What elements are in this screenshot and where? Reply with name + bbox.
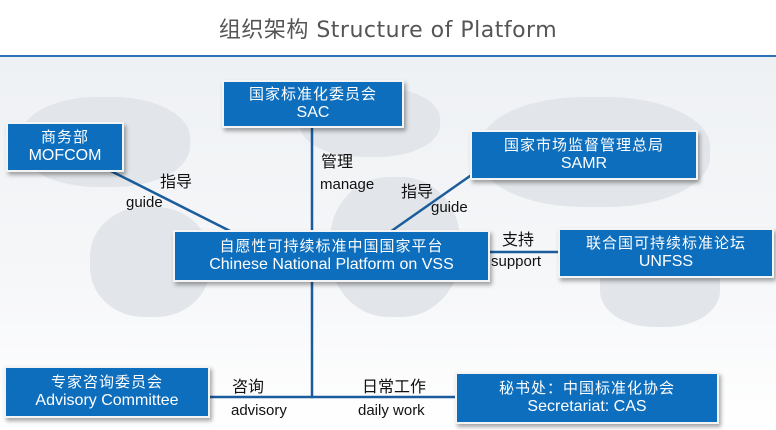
node-mofcom-zh: 商务部: [40, 127, 89, 146]
edge-samr: [388, 174, 472, 234]
edge-label-unfss-en: support: [491, 253, 542, 270]
node-advisory-zh: 专家咨询委员会: [50, 372, 163, 391]
node-center-en: Chinese National Platform on VSS: [209, 256, 454, 274]
node-secretariat: 秘书处：中国标准化协会 Secretariat: CAS: [455, 372, 719, 424]
edge-label-advisory-zh: 咨询: [232, 377, 265, 396]
node-unfss: 联合国可持续标准论坛 UNFSS: [558, 228, 774, 278]
node-unfss-zh: 联合国可持续标准论坛: [585, 233, 746, 252]
edge-label-mofcom-zh: 指导: [160, 172, 193, 191]
edge-mofcom: [103, 166, 234, 234]
edge-label-secretariat-en: daily work: [358, 402, 425, 419]
node-center: 自愿性可持续标准中国国家平台 Chinese National Platform…: [173, 230, 490, 282]
node-unfss-en: UNFSS: [638, 253, 694, 271]
edge-label-mofcom-en: guide: [126, 194, 163, 211]
edge-label-sac-en: manage: [320, 176, 375, 193]
node-mofcom-en: MOFCOM: [28, 147, 102, 165]
edge-label-samr-zh: 指导: [401, 182, 434, 201]
node-secretariat-en: Secretariat: CAS: [527, 398, 647, 416]
node-advisory: 专家咨询委员会 Advisory Committee: [4, 366, 210, 418]
edge-label-samr-en: guide: [431, 199, 468, 216]
edge-label-unfss-zh: 支持: [502, 230, 535, 249]
edge-label-secretariat-zh: 日常工作: [362, 377, 427, 396]
node-advisory-en: Advisory Committee: [35, 392, 179, 410]
node-samr-en: SAMR: [560, 155, 608, 173]
node-samr-zh: 国家市场监督管理总局: [503, 135, 664, 154]
node-sac: 国家标准化委员会 SAC: [222, 80, 404, 128]
node-secretariat-zh: 秘书处：中国标准化协会: [498, 378, 675, 397]
edge-label-sac-zh: 管理: [321, 152, 354, 171]
title-divider: [0, 55, 776, 57]
edge-label-advisory-en: advisory: [231, 402, 287, 419]
node-mofcom: 商务部 MOFCOM: [6, 122, 124, 172]
node-sac-zh: 国家标准化委员会: [248, 84, 377, 103]
page-title: 组织架构 Structure of Platform: [218, 18, 558, 43]
node-sac-en: SAC: [296, 104, 330, 122]
node-samr: 国家市场监督管理总局 SAMR: [470, 130, 698, 180]
node-center-zh: 自愿性可持续标准中国国家平台: [219, 236, 444, 255]
